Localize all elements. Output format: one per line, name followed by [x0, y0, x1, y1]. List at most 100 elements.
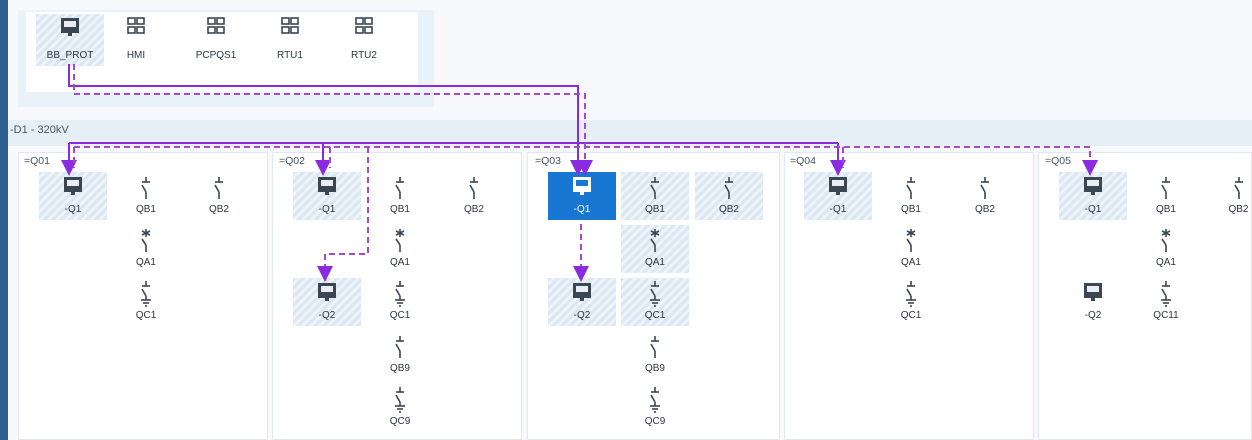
q05-qc11-label: QC11: [1153, 310, 1179, 321]
q04-disconnector-qb2[interactable]: QB2: [951, 172, 1019, 220]
bay-q04-label: =Q04: [790, 155, 816, 167]
ied-box-icon: [318, 177, 336, 195]
q02-earth-switch-qc1[interactable]: QC1: [366, 278, 434, 326]
q01-q1-label: -Q1: [64, 204, 82, 215]
network-computers-icon: [355, 17, 373, 34]
network-computers-icon: [127, 17, 145, 34]
q03-qa1-label: QA1: [644, 257, 665, 268]
rtu1-device[interactable]: RTU1: [264, 14, 316, 66]
q05-qb1-label: QB1: [1155, 204, 1176, 215]
disconnector-icon: [214, 177, 223, 199]
q05-disconnector-qb2[interactable]: QB2: [1205, 172, 1252, 220]
q05-qb2-label: QB2: [1228, 204, 1249, 215]
q03-qc1-label: QC1: [644, 310, 666, 321]
q03-qb1-label: QB1: [644, 204, 665, 215]
q05-q2-label: -Q2: [1084, 310, 1102, 321]
rtu2-label: RTU2: [351, 50, 377, 61]
q02-disconnector-qb9[interactable]: QB9: [366, 331, 434, 379]
bb-prot-device[interactable]: BB_PROT: [36, 14, 104, 66]
q02-disconnector-qb1[interactable]: QB1: [366, 172, 434, 220]
disconnector-icon: [724, 177, 733, 199]
earthing-switch-icon: [395, 281, 405, 307]
q03-breaker-qa1[interactable]: QA1: [621, 225, 689, 273]
q01-breaker-qa1[interactable]: QA1: [112, 225, 180, 273]
bay-q01-label: =Q01: [24, 155, 50, 167]
q03-disconnector-qb2[interactable]: QB2: [695, 172, 763, 220]
circuit-breaker-icon: [141, 229, 151, 252]
q05-qa1-label: QA1: [1155, 257, 1176, 268]
bay-q03-label: =Q03: [535, 155, 561, 167]
circuit-breaker-icon: [906, 229, 916, 252]
q05-disconnector-qb1[interactable]: QB1: [1132, 172, 1200, 220]
bay-q05-label: =Q05: [1045, 155, 1071, 167]
q04-earth-switch-qc1[interactable]: QC1: [877, 278, 945, 326]
q05-q1-label: -Q1: [1084, 204, 1102, 215]
q02-qb1-label: QB1: [389, 204, 410, 215]
q03-disconnector-qb9[interactable]: QB9: [621, 331, 689, 379]
pcpqs1-label: PCPQS1: [195, 50, 237, 61]
q03-qb2-label: QB2: [718, 204, 739, 215]
q02-qb9-label: QB9: [389, 363, 410, 374]
q04-q1-label: -Q1: [829, 204, 847, 215]
q05-breaker-qa1[interactable]: QA1: [1132, 225, 1200, 273]
q03-disconnector-qb1[interactable]: QB1: [621, 172, 689, 220]
q04-breaker-qa1[interactable]: QA1: [877, 225, 945, 273]
hmi-device[interactable]: HMI: [110, 14, 162, 66]
ied-box-icon: [318, 283, 336, 301]
q02-ied-q1[interactable]: -Q1: [293, 172, 361, 220]
ied-box-icon: [61, 18, 79, 36]
network-computers-icon: [207, 17, 225, 34]
ied-box-icon: [1084, 283, 1102, 301]
ied-box-icon: [573, 177, 591, 195]
q02-disconnector-qb2[interactable]: QB2: [440, 172, 508, 220]
q02-qc9-label: QC9: [389, 416, 411, 427]
q04-qb2-label: QB2: [974, 204, 995, 215]
q03-earth-switch-qc1[interactable]: QC1: [621, 278, 689, 326]
q04-qb1-label: QB1: [900, 204, 921, 215]
bb-prot-label: BB_PROT: [46, 50, 94, 61]
q01-qb2-label: QB2: [208, 204, 229, 215]
circuit-breaker-icon: [650, 229, 660, 252]
q02-ied-q2[interactable]: -Q2: [293, 278, 361, 326]
earthing-switch-icon: [1161, 281, 1171, 307]
disconnector-icon: [395, 177, 404, 199]
q01-disconnector-qb2[interactable]: QB2: [185, 172, 253, 220]
q03-q2-label: -Q2: [573, 310, 591, 321]
q04-qa1-label: QA1: [900, 257, 921, 268]
earthing-switch-icon: [650, 281, 660, 307]
q02-earth-switch-qc9[interactable]: QC9: [366, 384, 434, 432]
circuit-breaker-icon: [1161, 229, 1171, 252]
solid-connection-lines: [61, 64, 846, 176]
q03-ied-q1-selected[interactable]: -Q1: [548, 172, 616, 220]
q02-breaker-qa1[interactable]: QA1: [366, 225, 434, 273]
ied-box-icon: [64, 177, 82, 195]
voltage-level-label: -D1 - 320kV: [10, 124, 69, 136]
q01-disconnector-qb1[interactable]: QB1: [112, 172, 180, 220]
q01-ied-q1[interactable]: -Q1: [39, 172, 107, 220]
q01-earth-switch-qc1[interactable]: QC1: [112, 278, 180, 326]
q03-earth-switch-qc9[interactable]: QC9: [621, 384, 689, 432]
pcpqs1-device[interactable]: PCPQS1: [190, 14, 242, 66]
ied-box-icon: [1084, 177, 1102, 195]
q05-ied-q2[interactable]: -Q2: [1059, 278, 1127, 326]
ied-box-icon: [829, 177, 847, 195]
q01-qa1-label: QA1: [135, 257, 156, 268]
q05-earth-switch-qc11[interactable]: QC11: [1132, 278, 1200, 326]
q02-qc1-label: QC1: [389, 310, 411, 321]
disconnector-icon: [906, 177, 915, 199]
left-panel-edge: [0, 0, 8, 440]
q04-qc1-label: QC1: [900, 310, 922, 321]
q04-disconnector-qb1[interactable]: QB1: [877, 172, 945, 220]
disconnector-icon: [1234, 177, 1243, 199]
rtu2-device[interactable]: RTU2: [338, 14, 390, 66]
q04-ied-q1[interactable]: -Q1: [804, 172, 872, 220]
q05-ied-q1[interactable]: -Q1: [1059, 172, 1127, 220]
earthing-switch-icon: [906, 281, 916, 307]
disconnector-icon: [469, 177, 478, 199]
ied-box-icon: [573, 283, 591, 301]
earthing-switch-icon: [141, 281, 151, 307]
q03-ied-q2[interactable]: -Q2: [548, 278, 616, 326]
q02-q1-label: -Q1: [318, 204, 336, 215]
